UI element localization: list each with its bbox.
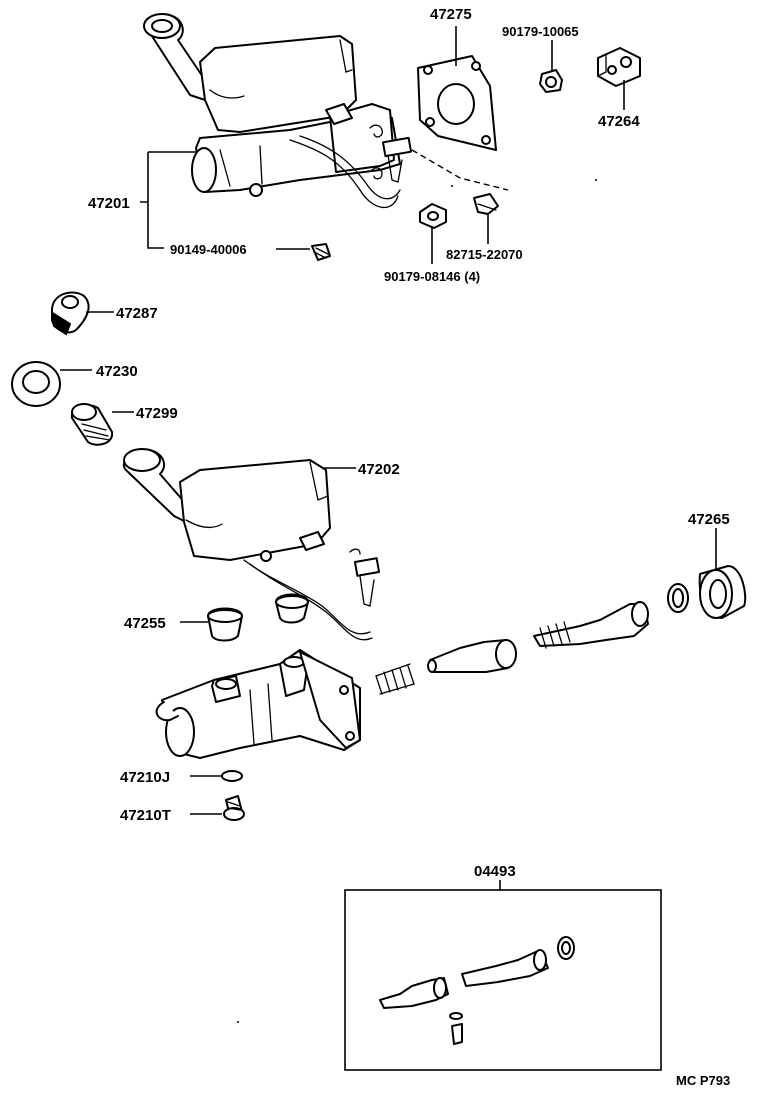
label-90179-10065: 90179-10065 xyxy=(502,24,579,39)
scan-dot xyxy=(451,185,453,187)
grommet-47255-b xyxy=(275,593,309,624)
bolt-47210T xyxy=(223,795,245,821)
label-47287: 47287 xyxy=(116,305,158,322)
scan-dot xyxy=(595,179,597,181)
nut-90179-10065 xyxy=(539,69,563,93)
label-47255: 47255 xyxy=(124,615,166,632)
label-47202: 47202 xyxy=(358,461,400,478)
label-47265: 47265 xyxy=(688,511,730,528)
scan-dot xyxy=(237,1021,239,1023)
kit-box xyxy=(344,889,662,1071)
label-47299: 47299 xyxy=(136,405,178,422)
boot-47265 xyxy=(698,565,747,619)
reservoir-47202 xyxy=(123,448,381,641)
secondary-piston xyxy=(427,639,517,673)
kit-screw xyxy=(449,1012,463,1045)
snap-ring xyxy=(667,583,689,613)
label-90149-40006: 90149-40006 xyxy=(170,242,247,257)
spring xyxy=(375,663,415,695)
label-47210J: 47210J xyxy=(120,769,170,786)
strainer-47299 xyxy=(70,403,114,446)
label-47210T: 47210T xyxy=(120,807,171,824)
kit-piston-2 xyxy=(461,949,549,987)
label-47230: 47230 xyxy=(96,363,138,380)
gasket-47275 xyxy=(417,55,497,151)
master-cylinder-body xyxy=(155,649,361,759)
kit-ring xyxy=(557,936,575,960)
label-04493: 04493 xyxy=(474,863,516,880)
label-47275: 47275 xyxy=(430,6,472,23)
dashed-leader xyxy=(411,149,509,191)
leader-lines xyxy=(60,26,717,890)
label-90179-08146: 90179-08146 (4) xyxy=(384,269,480,284)
label-82715-22070: 82715-22070 xyxy=(446,247,523,262)
washer-47210J xyxy=(221,770,243,782)
part-labels: 47275 90179-10065 47264 47201 90149-4000… xyxy=(88,6,730,1088)
clip-82715-22070 xyxy=(473,193,499,215)
label-47201: 47201 xyxy=(88,195,130,212)
label-47264: 47264 xyxy=(598,113,640,130)
kit-piston-1 xyxy=(379,977,449,1009)
grommet-47255 xyxy=(207,607,243,642)
grommet-47287 xyxy=(51,291,90,336)
screw-90149-40006 xyxy=(311,243,331,261)
nut-90179-08146 xyxy=(419,203,447,229)
primary-piston xyxy=(533,601,649,649)
footer-code: MC P793 xyxy=(676,1073,730,1088)
cap-47230 xyxy=(11,361,61,407)
reservoir-assembly-47201 xyxy=(143,13,413,208)
bracket-47264 xyxy=(597,47,641,87)
